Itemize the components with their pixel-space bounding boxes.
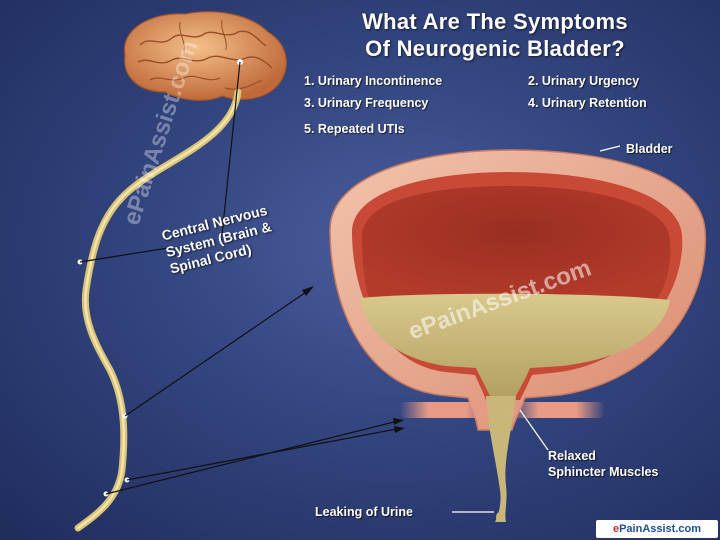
label-leaking-of-urine: Leaking of Urine: [315, 505, 413, 519]
symptom-urinary-frequency: 3. Urinary Frequency: [304, 96, 429, 110]
symptom-repeated-utis: 5. Repeated UTIs: [304, 122, 405, 136]
logo-text: PainAssist.com: [619, 523, 702, 535]
title-line-2: Of Neurogenic Bladder?: [365, 36, 625, 61]
title-line-1: What Are The Symptoms: [362, 9, 628, 34]
label-relaxed-sphincter-muscles: Relaxed Sphincter Muscles: [548, 448, 658, 480]
spinal-cord-illustration: [74, 59, 243, 532]
pointer-lines: [79, 61, 621, 513]
symptom-urinary-urgency: 2. Urinary Urgency: [528, 74, 640, 88]
sphincter-line-1: Relaxed: [548, 449, 596, 463]
symptom-urinary-incontinence: 1. Urinary Incontinence: [304, 74, 443, 88]
brain-illustration: [123, 11, 287, 101]
label-bladder: Bladder: [626, 142, 673, 156]
page-title: What Are The Symptoms Of Neurogenic Blad…: [300, 8, 690, 62]
symptom-urinary-retention: 4. Urinary Retention: [528, 96, 647, 110]
logo-e: e: [612, 523, 620, 535]
arrowheads: [302, 286, 405, 433]
bladder-illustration: [329, 149, 707, 522]
sphincter-line-2: Sphincter Muscles: [548, 465, 659, 479]
